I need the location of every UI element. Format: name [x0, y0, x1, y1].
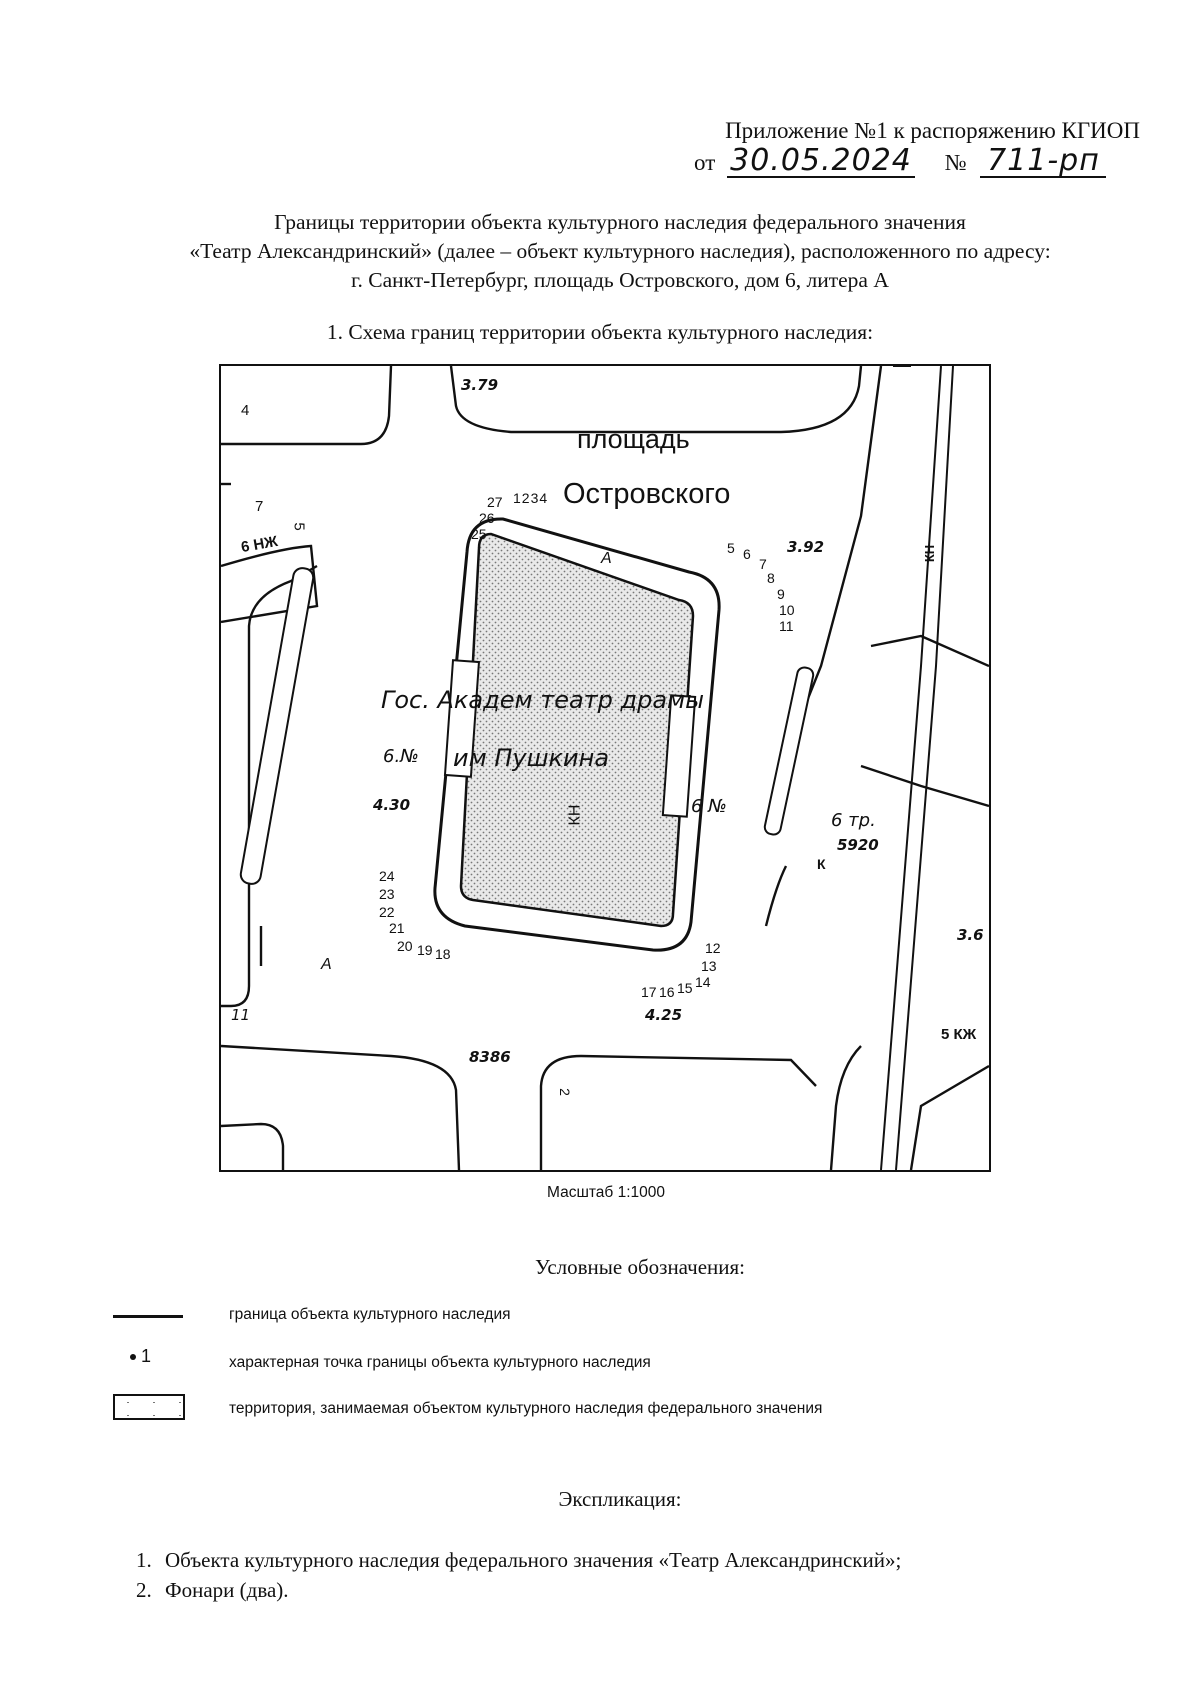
letter-a-label: А	[601, 550, 612, 567]
letter-kn-label: КН	[922, 544, 938, 563]
appendix-header: Приложение №1 к распоряжению КГИОП	[620, 118, 1140, 144]
legend-point-number: 1	[141, 1346, 152, 1366]
map-svg	[221, 366, 989, 1170]
house-number: 2	[556, 1088, 573, 1096]
order-date-number: от 30.05.2024 № 711-рп	[694, 146, 1107, 178]
boundary-point-label: 27	[487, 494, 503, 510]
elevation-label: 4.25	[645, 1006, 683, 1024]
letter-k-label: К	[817, 856, 826, 872]
house-number: 7	[255, 498, 264, 515]
square-label-2: Островского	[563, 478, 731, 510]
explication-item: 1. Объекта культурного наследия федераль…	[136, 1548, 901, 1573]
building-no-left: 6.№	[383, 746, 419, 767]
building-code: КН	[566, 804, 584, 826]
portico-blocks	[443, 659, 697, 818]
boundary-point-label: 25	[471, 526, 487, 542]
boundary-point-label: 12	[705, 940, 721, 956]
boundary-point-label: 5	[727, 540, 735, 556]
title-line-3: г. Санкт-Петербург, площадь Островского,…	[351, 268, 889, 292]
boundary-point-label: 22	[379, 904, 395, 920]
order-date: 30.05.2024	[727, 146, 915, 178]
lamp-strips	[239, 567, 815, 885]
elevation-label: 3.79	[461, 376, 499, 394]
elevation-label: 4.30	[373, 796, 411, 814]
boundary-point-label: 6	[743, 546, 751, 562]
point-dot-icon	[130, 1354, 136, 1361]
legend-hatched-symbol	[113, 1394, 185, 1420]
legend-label-point: характерная точка границы объекта культу…	[229, 1354, 651, 1371]
title-line-2: «Театр Александринский» (далее – объект …	[189, 239, 1051, 263]
boundary-line	[433, 517, 721, 952]
house-number: 4	[241, 402, 250, 419]
boundary-point-label: 11	[779, 618, 794, 634]
boundary-point-label: 19	[417, 942, 433, 958]
territory-area	[459, 532, 695, 928]
boundary-point-label: 9	[777, 586, 785, 602]
right-building-number: 5920	[837, 836, 879, 854]
elevation-label: 3.6	[957, 926, 984, 944]
appendix-line: Приложение №1 к распоряжению КГИОП	[725, 118, 1140, 143]
from-label: от	[694, 150, 716, 175]
boundary-point-label: 18	[435, 946, 451, 962]
letter-a-label: А	[321, 956, 332, 973]
boundary-points-1-4: 1234	[513, 490, 549, 506]
boundary-point-label: 8	[767, 570, 775, 586]
right-building-label-2: 5 КЖ	[941, 1026, 977, 1043]
boundary-point-label: 7	[759, 556, 767, 572]
square-label-1: площадь	[577, 424, 690, 454]
boundary-point-label: 17	[641, 984, 657, 1000]
boundary-point-label: 23	[379, 886, 395, 902]
number-label: №	[944, 150, 967, 175]
legend-title: Условные обозначения:	[534, 1255, 746, 1279]
order-number: 711-рп	[980, 146, 1107, 178]
title-line-1: Границы территории объекта культурного н…	[274, 210, 966, 234]
legend-point-symbol: 1	[130, 1346, 151, 1367]
explication-number: 1.	[136, 1548, 152, 1572]
explication-text: Фонари (два).	[165, 1578, 289, 1602]
building-no-right: 6 №	[691, 796, 727, 817]
right-building-label: 6 тр.	[831, 810, 876, 831]
building-name-1: Гос. Академ театр драмы	[381, 686, 705, 714]
boundary-point-label: 16	[659, 984, 675, 1000]
railway-lines	[880, 366, 954, 1170]
document-title: Границы территории объекта культурного н…	[80, 208, 1160, 295]
survey-marker-label: 8386	[469, 1048, 511, 1066]
explication-item: 2. Фонари (два).	[136, 1578, 289, 1603]
boundary-point-label: 24	[379, 868, 395, 884]
boundary-point-label: 26	[479, 510, 495, 526]
legend-label-territory: территория, занимаемая объектом культурн…	[229, 1400, 823, 1417]
building-name-2: им Пушкина	[453, 744, 610, 772]
section-heading: 1. Схема границ территории объекта культ…	[326, 320, 874, 344]
house-number: 11	[231, 1006, 251, 1024]
boundary-point-label: 14	[695, 974, 711, 990]
boundary-point-label: 13	[701, 958, 717, 974]
explication-number: 2.	[136, 1578, 152, 1602]
legend-line-symbol	[113, 1315, 183, 1318]
elevation-label: 3.92	[787, 538, 825, 556]
house-number: 5	[290, 522, 308, 531]
boundary-point-label: 21	[389, 920, 405, 936]
legend-label-boundary: граница объекта культурного наследия	[229, 1306, 511, 1323]
explication-text: Объекта культурного наследия федеральног…	[165, 1548, 902, 1572]
boundary-point-label: 20	[397, 938, 413, 954]
boundary-map: площадь Островского Гос. Академ театр др…	[219, 364, 991, 1172]
boundary-point-label: 10	[779, 602, 795, 618]
explication-title: Экспликация:	[558, 1487, 682, 1511]
boundary-point-label: 15	[677, 980, 693, 996]
streets-outline	[221, 366, 989, 1170]
map-scale: Масштаб 1:1000	[546, 1184, 666, 1201]
